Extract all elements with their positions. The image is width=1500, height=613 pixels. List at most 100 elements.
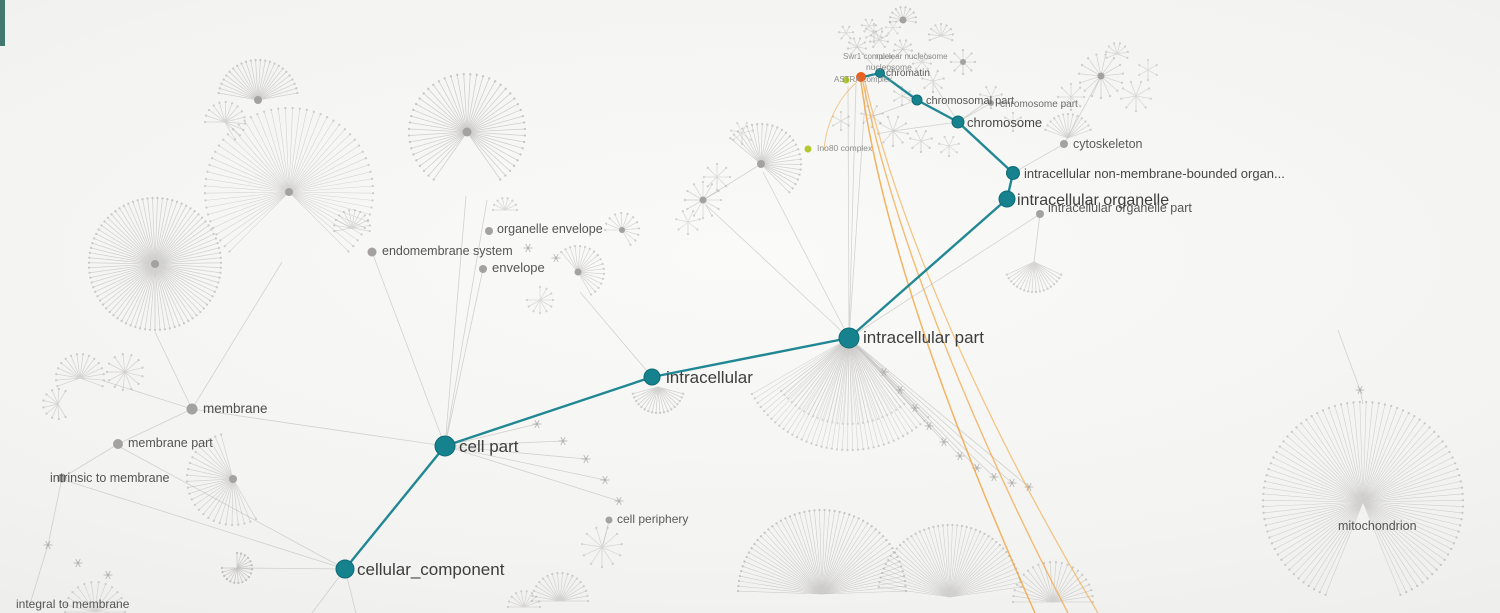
label-cellular-component: cellular_component	[357, 560, 505, 579]
star-node[interactable]	[581, 454, 591, 464]
highlight-edge	[651, 336, 850, 379]
label-ino80-complex: Ino80 complex	[817, 143, 873, 153]
star-node[interactable]	[1355, 385, 1365, 395]
node-organelle-envelope[interactable]	[485, 227, 493, 235]
fan-layer	[42, 6, 1465, 613]
node-hub-top2[interactable]	[960, 59, 966, 65]
gray-edge	[848, 213, 1041, 339]
star-node[interactable]	[600, 475, 610, 485]
node-intracellular-part[interactable]	[838, 327, 860, 349]
gray-edge	[1063, 77, 1101, 145]
gray-edge	[191, 261, 283, 410]
node-envelope[interactable]	[479, 265, 487, 273]
star-node[interactable]	[924, 421, 934, 431]
gray-edge	[444, 445, 606, 481]
node-hub-topright[interactable]	[1097, 72, 1105, 80]
gray-edge	[873, 99, 918, 117]
gray-edge	[444, 440, 564, 447]
gray-edge	[444, 445, 620, 502]
node-intracellular-organelle[interactable]	[998, 190, 1016, 208]
label-membrane: membrane	[203, 401, 268, 416]
node-hub-envelope[interactable]	[574, 268, 582, 276]
node-intracellular[interactable]	[643, 368, 661, 386]
node-intracellular-organelle-part[interactable]	[1036, 210, 1044, 218]
label-envelope: envelope	[492, 260, 545, 275]
star-node[interactable]	[523, 243, 533, 253]
node-ino80-complex[interactable]	[804, 145, 812, 153]
node-hub-fan-lowleft[interactable]	[229, 475, 237, 483]
fan-cluster	[185, 433, 258, 527]
node-cell-part[interactable]	[434, 435, 456, 457]
star-node[interactable]	[551, 253, 561, 263]
label-intracellular: intracellular	[666, 368, 753, 387]
label-chromatin: chromatin	[886, 68, 930, 79]
gray-edge	[1033, 213, 1041, 263]
node-cellular-component[interactable]	[335, 559, 355, 579]
gray-edge	[848, 337, 995, 478]
node-astra-complex[interactable]	[842, 76, 850, 84]
node-chromosome-part-hub[interactable]	[988, 100, 994, 106]
star-node[interactable]	[614, 496, 624, 506]
gray-edge	[856, 46, 881, 74]
node-chromatin[interactable]	[875, 68, 885, 78]
star-node[interactable]	[879, 367, 889, 377]
node-intrinsic-to-membrane[interactable]	[57, 473, 67, 483]
node-hub-top[interactable]	[899, 16, 907, 24]
gray-edge	[236, 567, 346, 570]
node-cell-periphery[interactable]	[605, 516, 613, 524]
node-hub-fan-mid[interactable]	[757, 160, 765, 168]
fan-cluster	[1120, 80, 1152, 113]
fan-cluster	[491, 197, 519, 212]
node-hub-topleft[interactable]	[254, 96, 262, 104]
node-hub-fan-left[interactable]	[285, 188, 293, 196]
star-node[interactable]	[73, 558, 83, 568]
fan-cluster	[1261, 400, 1465, 596]
node-hub-fan-top[interactable]	[462, 127, 472, 137]
fan-cluster	[921, 69, 945, 94]
node-hub-fan-mid2[interactable]	[699, 196, 707, 204]
star-node[interactable]	[532, 419, 542, 429]
highlight-edge	[444, 375, 653, 448]
fan-cluster	[927, 22, 955, 42]
node-non-membrane-bounded[interactable]	[1006, 166, 1020, 180]
star-node[interactable]	[43, 540, 53, 550]
node-chromosome[interactable]	[951, 115, 965, 129]
gray-edge	[117, 408, 193, 445]
fan-cluster	[42, 387, 67, 421]
fan-cluster	[868, 30, 890, 49]
node-membrane-part[interactable]	[113, 439, 123, 449]
gray-edge	[119, 446, 346, 570]
node-cytoskeleton[interactable]	[1060, 140, 1068, 148]
gray-edge	[579, 291, 653, 378]
node-nucleosome[interactable]	[856, 72, 866, 82]
star-node[interactable]	[895, 385, 905, 395]
node-hub-disc-left[interactable]	[151, 260, 159, 268]
node-endomembrane-system[interactable]	[367, 247, 377, 257]
star-node[interactable]	[955, 451, 965, 461]
star-node[interactable]	[939, 437, 949, 447]
star-node[interactable]	[989, 472, 999, 482]
star-node[interactable]	[1007, 478, 1017, 488]
fan-cluster	[780, 337, 906, 426]
fan-cluster	[217, 58, 299, 101]
node-membrane[interactable]	[186, 403, 198, 415]
label-intracellular-organelle: intracellular organelle	[1017, 192, 1169, 209]
label-organelle-envelope: organelle envelope	[497, 222, 603, 236]
star-node[interactable]	[103, 570, 113, 580]
node-chromosomal-part[interactable]	[911, 94, 923, 106]
star-node[interactable]	[558, 436, 568, 446]
gray-edge	[444, 445, 587, 460]
fan-cluster	[220, 551, 254, 585]
star-node[interactable]	[1024, 482, 1034, 492]
star-node[interactable]	[910, 403, 920, 413]
node-hub-envelope2[interactable]	[619, 227, 625, 233]
gray-edge	[444, 199, 488, 447]
fan-cluster	[1004, 111, 1022, 133]
fan-cluster	[525, 285, 555, 315]
orange-edge-layer	[823, 81, 1099, 613]
fan-cluster	[54, 353, 106, 388]
label-non-membrane-bounded: intracellular non-membrane-bounded organ…	[1024, 166, 1285, 181]
fan-cluster	[938, 135, 960, 158]
